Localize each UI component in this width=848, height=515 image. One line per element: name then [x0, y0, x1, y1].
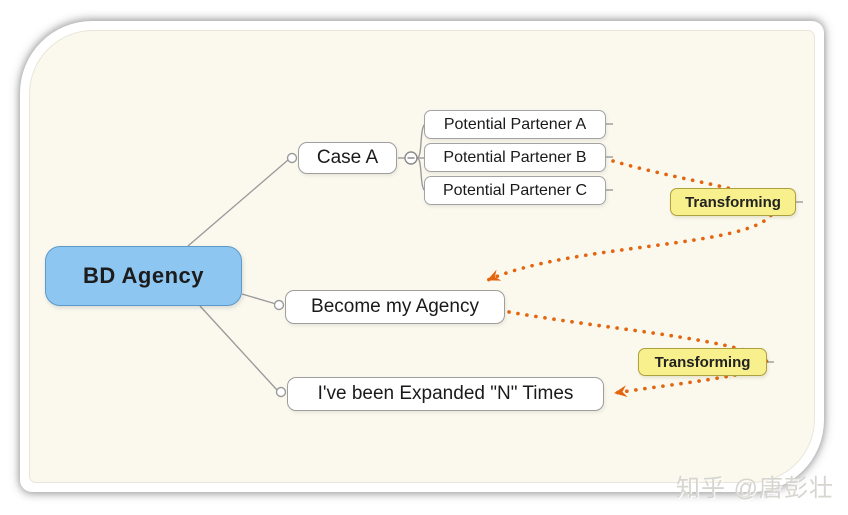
relationship-curve-1[interactable]: [486, 159, 779, 282]
subtopic-potential-partener-a[interactable]: Potential Partener A: [424, 110, 606, 139]
relationship-label-transforming-1[interactable]: Transforming: [670, 188, 796, 216]
zhihu-watermark: 知乎 @唐彭壮: [676, 468, 834, 503]
mind-map-card: [20, 21, 824, 492]
root-topic-label: BD Agency: [82, 263, 205, 288]
subtopic-c-label: Potential Partener C: [442, 181, 588, 199]
watermark-text: 知乎 @唐彭壮: [676, 475, 835, 502]
topic-become-my-agency[interactable]: Become my Agency: [285, 290, 505, 324]
relationship-2-text: Transforming: [654, 353, 751, 371]
topic-case-a-label: Case A: [316, 147, 379, 168]
relationship-label-transforming-2[interactable]: Transforming: [638, 348, 767, 376]
topic-expanded-n-times[interactable]: I've been Expanded "N" Times: [287, 377, 604, 411]
connection-points: [273, 152, 298, 398]
subtopic-potential-partener-c[interactable]: Potential Partener C: [424, 176, 606, 205]
topic-become-my-agency-label: Become my Agency: [311, 296, 479, 317]
subtopic-a-label: Potential Partener A: [443, 115, 587, 133]
subtopic-b-label: Potential Partener B: [443, 148, 587, 166]
topic-expanded-n-times-label: I've been Expanded "N" Times: [317, 383, 574, 404]
collapse-minus-icon[interactable]: [404, 151, 418, 165]
relationship-1-text: Transforming: [685, 193, 781, 211]
topic-case-a[interactable]: Case A: [298, 142, 397, 174]
subtopic-potential-partener-b[interactable]: Potential Partener B: [424, 143, 606, 172]
root-topic-bd-agency[interactable]: BD Agency: [45, 246, 242, 306]
branch-lines: [187, 123, 803, 391]
